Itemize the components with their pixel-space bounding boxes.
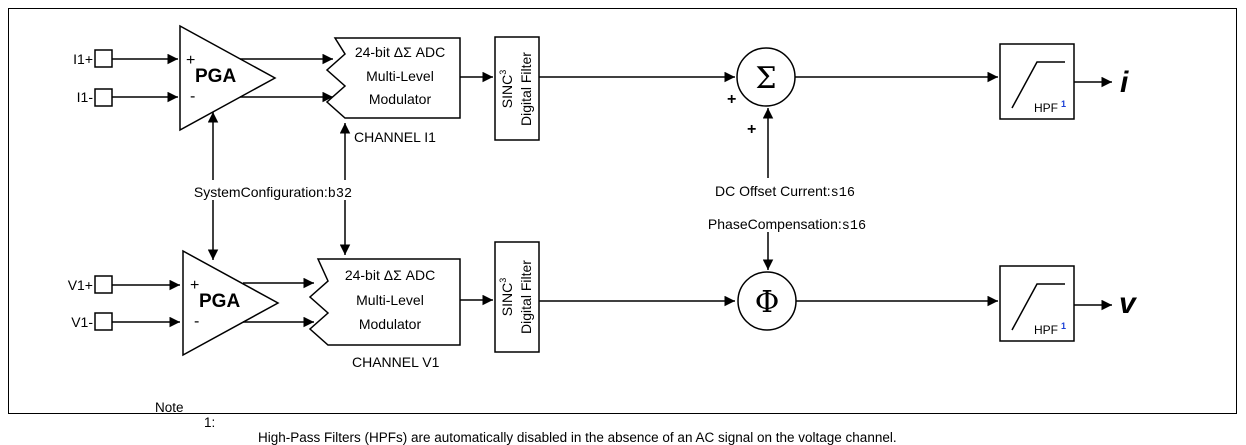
adc-i1-line3: Modulator [369,91,432,107]
dc-offset-register: DC Offset Current:s16 [715,183,855,201]
sigma-plus-bottom: + [747,121,756,138]
pga-v1-plus: + [190,277,199,294]
pga-v1-minus: - [194,313,199,330]
pga-v1-label: PGA [199,291,240,312]
i1-minus-pin [94,88,113,107]
dc-offset-name: DC Offset Current: [715,183,831,199]
block-diagram: I1+ I1- V1+ V1- + PGA - + PGA - 24-bit Δ… [68,24,1138,370]
sinc-i1-exp: 3 [498,70,508,75]
pga-v1 [182,249,280,357]
sinc-i1-text: SINC [499,75,515,108]
digital-filter-i1-label: Digital Filter [518,52,534,126]
hpf-i-ref: 1 [1061,99,1066,109]
dc-offset-type: s16 [831,186,855,201]
phi-symbol: Φ [755,285,780,320]
system-config-register: SystemConfiguration:b32 [194,184,352,202]
system-config-type: b32 [328,187,352,202]
sinc-v1-text: SINC [499,283,515,316]
pga-i1-minus: - [190,88,195,105]
adc-i1-line2: Multi-Level [366,68,434,84]
phase-comp-type: s16 [842,219,866,234]
adc-v1 [308,258,461,346]
i1-plus-pin [94,49,113,68]
sigma-symbol: Σ [755,61,776,96]
sinc-filter-v1 [494,241,540,353]
diagram-frame [8,8,1237,414]
footnote: Note 1: High-Pass Filters (HPFs) are aut… [0,385,897,445]
hpf-v-ref: 1 [1061,321,1066,331]
adc-v1-line2: Multi-Level [356,292,424,308]
adc-v1-line1: 24-bit ΔΣ ADC [345,267,435,283]
channel-i1-label: CHANNEL I1 [354,129,436,145]
v1-minus-pin [94,312,113,331]
footnote-prefix: Note [155,400,184,415]
pga-i1-label: PGA [195,66,236,87]
hpf-v-text: HPF [1034,323,1058,337]
pga-i1 [179,24,277,132]
i1-plus-label: I1+ [73,51,93,67]
adc-i1 [325,37,461,119]
sigma-plus-left: + [727,91,736,108]
sinc-v1-label: SINC3 [498,278,515,316]
adc-i1-line1: 24-bit ΔΣ ADC [355,44,445,60]
sinc-filter-i1 [494,36,540,141]
digital-filter-v1-label: Digital Filter [518,260,534,334]
v1-minus-label: V1- [71,314,93,330]
phase-comp-register: PhaseCompensation:s16 [708,216,866,234]
adc-v1-line3: Modulator [359,316,422,332]
pga-i1-plus: + [186,52,195,69]
phase-comp-name: PhaseCompensation: [708,216,842,232]
sinc-i1-label: SINC3 [498,70,515,108]
footnote-text: High-Pass Filters (HPFs) are automatical… [258,430,897,445]
v1-plus-label: V1+ [68,277,93,293]
system-config-name: SystemConfiguration: [194,184,328,200]
i1-minus-label: I1- [77,89,94,105]
v1-plus-pin [94,275,113,294]
sinc-v1-exp: 3 [498,278,508,283]
channel-v1-label: CHANNEL V1 [352,354,440,370]
output-voltage: v [1119,287,1138,320]
output-current: i [1120,66,1129,99]
hpf-i-text: HPF [1034,101,1058,115]
